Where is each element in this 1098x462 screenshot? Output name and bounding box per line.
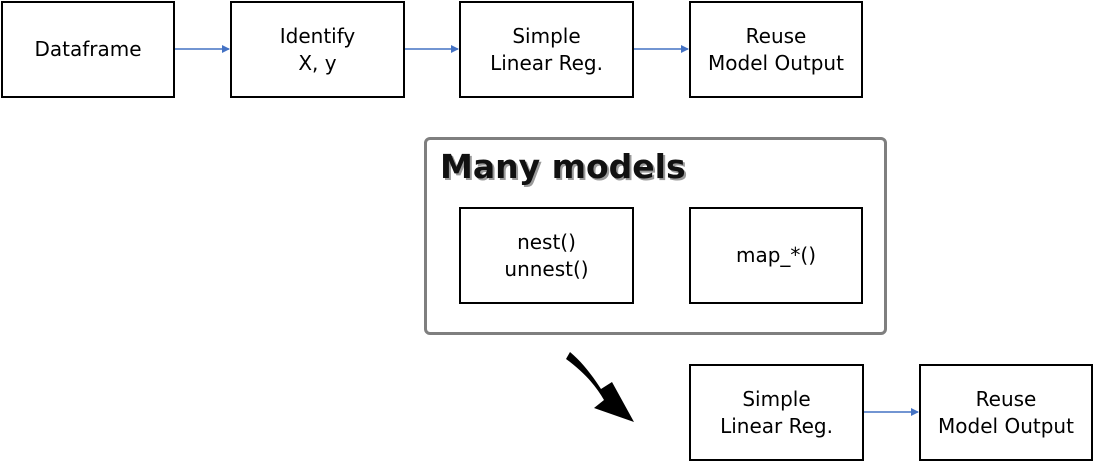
identify-box: Identify X, y bbox=[230, 1, 405, 98]
dataframe-box: Dataframe bbox=[1, 1, 175, 98]
reuse-model-output-label-bottom: Reuse Model Output bbox=[938, 386, 1074, 438]
nest-unnest-box: nest() unnest() bbox=[459, 207, 634, 304]
many-models-title: Many models bbox=[440, 147, 686, 186]
map-box: map_*() bbox=[689, 207, 863, 304]
simple-linear-reg-box-bottom: Simple Linear Reg. bbox=[689, 364, 864, 461]
map-label: map_*() bbox=[735, 243, 817, 267]
reuse-model-output-box-top: Reuse Model Output bbox=[689, 1, 863, 98]
simple-linear-reg-box-top: Simple Linear Reg. bbox=[459, 1, 634, 98]
nest-unnest-label: nest() unnest() bbox=[504, 229, 589, 281]
dataframe-label: Dataframe bbox=[34, 37, 142, 61]
reuse-model-output-label-top: Reuse Model Output bbox=[708, 23, 844, 75]
simple-linear-reg-label-top: Simple Linear Reg. bbox=[490, 23, 603, 75]
simple-linear-reg-label-bottom: Simple Linear Reg. bbox=[720, 386, 833, 438]
reuse-model-output-box-bottom: Reuse Model Output bbox=[919, 364, 1093, 461]
identify-label: Identify X, y bbox=[279, 23, 356, 75]
curved-arrow-icon bbox=[566, 352, 634, 422]
